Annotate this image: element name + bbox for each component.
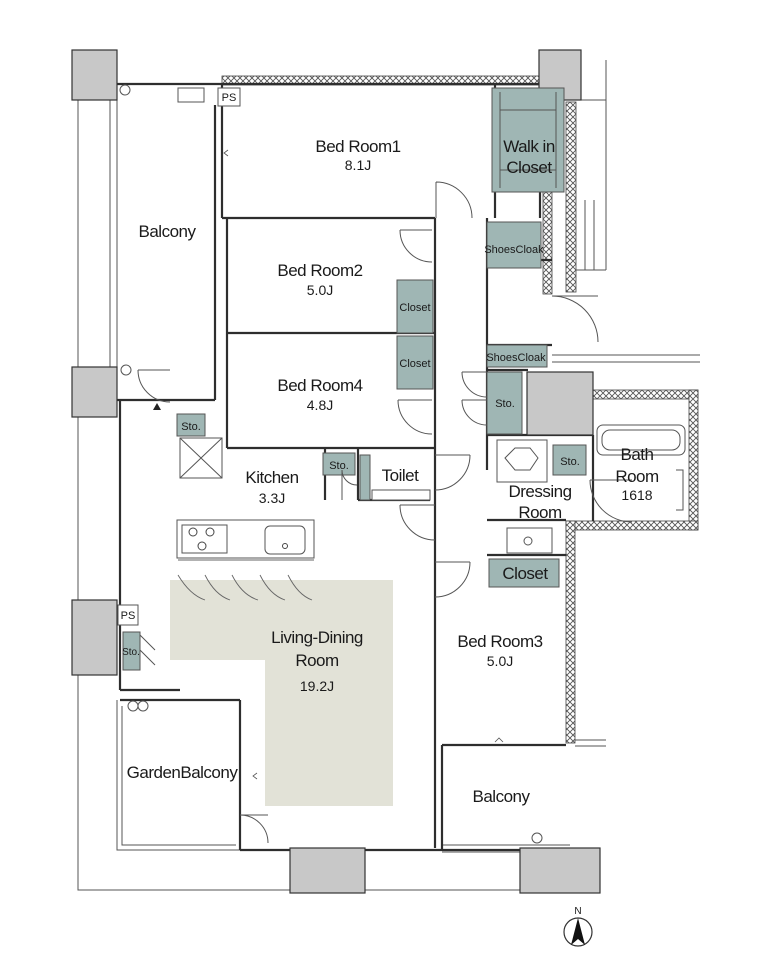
ps-top-label: PS — [222, 92, 237, 104]
bedroom4-name: Bed Room4 — [277, 376, 362, 395]
washbasin-shape — [504, 447, 539, 471]
east-terrace-lines — [552, 60, 700, 747]
outdoor-unit-4 — [137, 700, 149, 712]
bedroom1-size: 8.1J — [345, 157, 371, 173]
living-dining-floor — [170, 580, 393, 806]
closet-bedroom4-block — [396, 335, 434, 390]
closet-bedroom3-label: Closet — [502, 564, 548, 583]
living-line1: Living-Dining — [271, 628, 363, 647]
kitchen-size: 3.3J — [259, 490, 285, 506]
balcony-south-name: Balcony — [473, 787, 531, 806]
hatched-wall-walkin — [542, 191, 553, 295]
column-south-mid — [289, 847, 366, 894]
bedroom4-size: 4.8J — [307, 397, 333, 413]
walkin-closet-line2: Closet — [506, 158, 552, 177]
shoes-cloak-lower-label: ShoesCloak — [486, 352, 546, 364]
column-west-low — [71, 599, 118, 676]
compass-north-label: N — [574, 906, 581, 917]
garden-balcony-name: GardenBalcony — [127, 763, 239, 782]
sto-dressing-block — [552, 444, 587, 476]
outdoor-unit-5 — [531, 832, 543, 844]
living-size: 19.2J — [300, 678, 334, 694]
sink-drain — [282, 543, 288, 549]
sto-living-block — [122, 631, 141, 671]
pipe-shaft-top — [217, 87, 241, 107]
closet-bedroom2-label: Closet — [399, 302, 430, 314]
shower-fixture — [676, 469, 684, 511]
walkin-closet-block — [491, 87, 565, 193]
dressing-line2: Room — [518, 503, 562, 522]
walkin-hanger-lines — [499, 92, 557, 188]
hatched-wall-bath-east — [688, 389, 699, 531]
closet-bedroom4-label: Closet — [399, 358, 430, 370]
shoes-cloak-upper-block — [486, 221, 542, 269]
sto-hall-block — [486, 371, 523, 435]
burner-icons — [188, 527, 215, 551]
walkin-closet-line1: Walk in — [503, 137, 555, 156]
outdoor-unit-3 — [127, 700, 139, 712]
sto-living-label: Sto. — [122, 647, 140, 658]
hatched-wall-east-upper — [565, 101, 577, 293]
dressing-line1: Dressing — [508, 482, 571, 501]
garden-balcony-rail — [116, 700, 240, 851]
sto-hall-label: Sto. — [495, 398, 515, 410]
entry-arrow-icon — [153, 403, 161, 410]
closet-bedroom2-block — [396, 279, 434, 334]
bath-line1: Bath — [621, 445, 654, 464]
living-line2: Room — [295, 651, 339, 670]
balcony-rail-west — [109, 100, 118, 400]
balcony-west-name: Balcony — [139, 222, 197, 241]
sto-kitchen-label: Sto. — [329, 460, 349, 472]
kitchen-cabinet-arcs — [177, 559, 314, 601]
closet-bedroom3-block — [488, 558, 560, 588]
bedroom1-name: Bed Room1 — [315, 137, 400, 156]
column-nw — [71, 49, 118, 101]
column-center-east — [526, 371, 594, 436]
column-se — [519, 847, 601, 894]
hatched-wall-east-lower — [565, 520, 576, 744]
sto-entry-label: Sto. — [181, 421, 201, 433]
pipe-shaft-left — [117, 604, 139, 626]
outdoor-unit-2 — [120, 364, 132, 376]
toilet-name: Toilet — [382, 466, 419, 485]
sto-kitchen-block — [322, 452, 356, 476]
toilet-fixture — [371, 489, 431, 501]
bedroom2-size: 5.0J — [307, 282, 333, 298]
outdoor-unit-1 — [119, 84, 131, 96]
shoes-cloak-upper-label: ShoesCloak — [484, 244, 544, 256]
sto-dressing-label: Sto. — [560, 456, 580, 468]
kitchen-sink — [264, 525, 306, 555]
sto-entry-block — [176, 413, 206, 437]
bedroom3-size: 5.0J — [487, 653, 513, 669]
bedroom2-name: Bed Room2 — [277, 261, 362, 280]
ps-left-label: PS — [121, 610, 136, 622]
bath-size: 1618 — [621, 487, 652, 503]
bath-line2: Room — [615, 467, 659, 486]
laundry-drain — [523, 536, 533, 546]
kitchen-name: Kitchen — [245, 468, 298, 487]
aircon-unit — [177, 87, 205, 103]
shoes-cloak-lower-block — [486, 344, 548, 368]
hatched-wall-bath-top — [592, 389, 699, 400]
doors — [137, 181, 633, 844]
column-west-mid — [71, 366, 118, 418]
window-markers — [223, 149, 504, 780]
north-compass-icon — [563, 917, 593, 947]
bathtub-inner — [601, 429, 681, 451]
toilet-block — [359, 454, 371, 501]
bedroom3-name: Bed Room3 — [457, 632, 542, 651]
refrigerator-cross — [179, 437, 223, 479]
washbasin-unit — [496, 439, 548, 483]
